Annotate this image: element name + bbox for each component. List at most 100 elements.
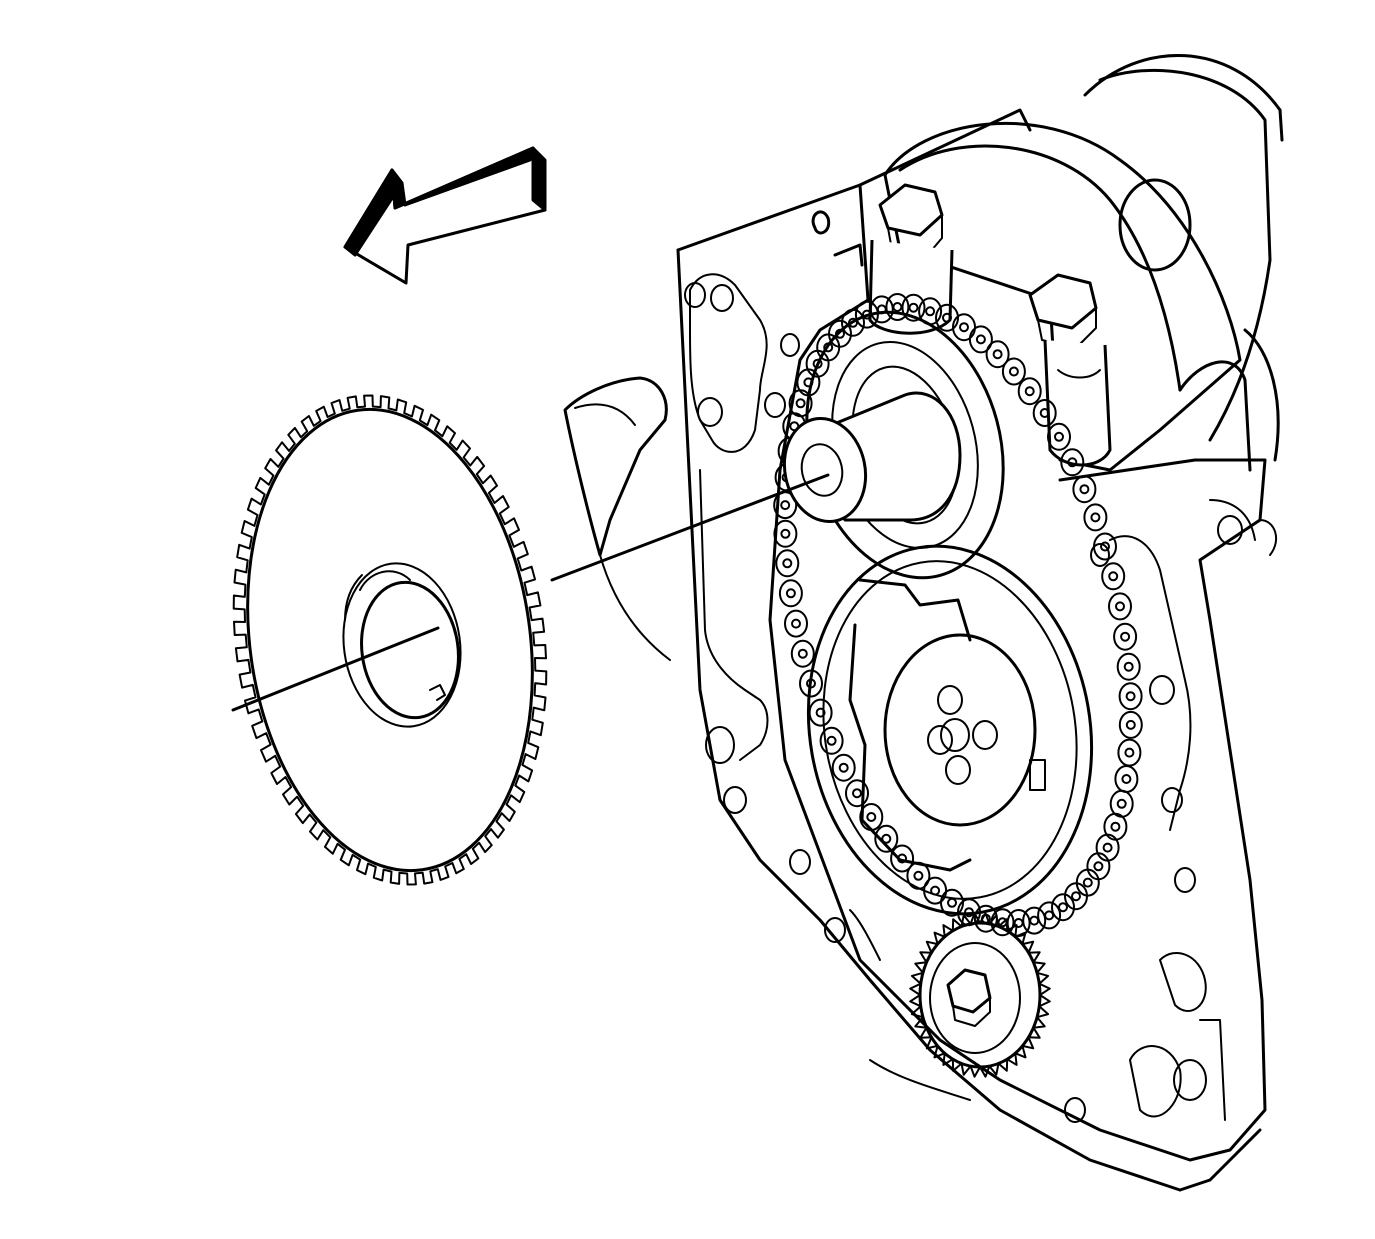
chain-pin bbox=[812, 358, 823, 369]
chain-pin bbox=[1125, 691, 1136, 702]
chain-pin bbox=[1110, 821, 1121, 832]
chain-pin bbox=[797, 648, 808, 659]
front-cover-boss bbox=[563, 376, 671, 661]
chain-link bbox=[1114, 765, 1139, 793]
chain-link bbox=[790, 639, 815, 668]
chain-pin bbox=[1079, 484, 1090, 495]
chain-link bbox=[985, 340, 1010, 369]
chain-link bbox=[1001, 357, 1026, 386]
chain-pin bbox=[1029, 915, 1040, 926]
chain-pin bbox=[1082, 877, 1093, 888]
chain-pin bbox=[1054, 431, 1064, 442]
chain-link bbox=[775, 549, 800, 578]
chain-link bbox=[1103, 812, 1128, 841]
chain-link bbox=[952, 313, 976, 342]
chain-pin bbox=[1102, 842, 1113, 853]
chain-link bbox=[901, 293, 926, 322]
chain-pin bbox=[1115, 601, 1125, 612]
reluctor-ring bbox=[232, 394, 548, 886]
crankshaft-nose bbox=[782, 391, 962, 524]
chain-pin bbox=[1058, 902, 1068, 913]
chain-link bbox=[1108, 592, 1132, 621]
chain-link bbox=[1064, 882, 1088, 911]
chain-pin bbox=[803, 377, 814, 388]
chain-link bbox=[1032, 399, 1057, 427]
chain-pin bbox=[1090, 512, 1101, 523]
chain-pin bbox=[791, 618, 801, 629]
chain-pin bbox=[1116, 798, 1127, 809]
chain-link bbox=[1072, 475, 1097, 504]
chain-pin bbox=[1124, 747, 1135, 758]
crankshaft-sprocket bbox=[806, 544, 1094, 916]
cap-bolt-upper bbox=[868, 183, 954, 335]
chain-link bbox=[828, 319, 852, 348]
chain-link bbox=[845, 779, 869, 808]
engine-block-front bbox=[676, 108, 1278, 1192]
chain-pin bbox=[1044, 910, 1055, 921]
chain-link bbox=[1118, 682, 1143, 711]
chain-pin bbox=[780, 500, 791, 511]
chain-link bbox=[874, 824, 899, 853]
chain-pin bbox=[1013, 918, 1024, 928]
chain-link bbox=[890, 844, 915, 873]
chain-link bbox=[841, 308, 865, 337]
balance-shaft-sprocket bbox=[909, 912, 1051, 1078]
chain-link bbox=[935, 303, 959, 332]
chain-link bbox=[1116, 652, 1141, 681]
chain-link bbox=[808, 698, 833, 727]
chain-link bbox=[1095, 833, 1120, 862]
chain-link bbox=[773, 519, 798, 548]
chain-pin bbox=[823, 342, 834, 353]
chain-pin bbox=[1039, 408, 1050, 418]
chain-link bbox=[1117, 738, 1142, 767]
chain-link bbox=[831, 753, 856, 782]
chain-pin bbox=[908, 302, 919, 313]
chain-pin bbox=[1093, 861, 1104, 872]
chain-pin bbox=[881, 833, 892, 844]
chain-link bbox=[1101, 562, 1126, 591]
chain-pin bbox=[852, 788, 862, 799]
chain-pin bbox=[1067, 457, 1078, 468]
chain-link bbox=[1051, 893, 1075, 922]
chain-pin bbox=[1108, 571, 1119, 582]
chain-link bbox=[784, 609, 808, 638]
chain-link bbox=[885, 293, 910, 321]
chain-link bbox=[1060, 448, 1085, 477]
chain-pin bbox=[815, 707, 826, 718]
chain-pin bbox=[942, 312, 952, 323]
chain-pin bbox=[1121, 774, 1132, 784]
removal-direction-arrow bbox=[343, 146, 547, 285]
cap-hole bbox=[1118, 178, 1192, 272]
chain-pin bbox=[975, 334, 986, 345]
chain-pin bbox=[1125, 719, 1136, 730]
chain-pin bbox=[925, 306, 936, 317]
chain-pin bbox=[913, 870, 924, 881]
chain-pin bbox=[866, 812, 877, 822]
chain-pin bbox=[780, 528, 791, 539]
chain-pin bbox=[838, 762, 849, 773]
chain-link bbox=[1113, 622, 1138, 651]
chain-pin bbox=[947, 897, 957, 908]
chain-link bbox=[819, 726, 844, 755]
chain-link bbox=[778, 579, 803, 608]
chain-pin bbox=[892, 302, 903, 312]
chain-link bbox=[1083, 503, 1108, 532]
chain-link bbox=[869, 295, 894, 324]
chain-link bbox=[1118, 710, 1143, 739]
chain-pin bbox=[1008, 366, 1019, 377]
chain-pin bbox=[959, 322, 969, 333]
chain-link bbox=[854, 300, 879, 329]
chain-pin bbox=[826, 735, 837, 746]
chain-link bbox=[1047, 422, 1071, 451]
chain-link bbox=[1022, 906, 1047, 935]
chain-pin bbox=[992, 349, 1003, 360]
chain-pin bbox=[848, 317, 858, 328]
chain-pin bbox=[1123, 661, 1134, 672]
chain-pin bbox=[782, 558, 793, 569]
chain-link bbox=[1093, 532, 1117, 561]
chain-pin bbox=[1100, 541, 1110, 552]
chain-link bbox=[968, 325, 993, 354]
chain-pin bbox=[1024, 386, 1035, 397]
